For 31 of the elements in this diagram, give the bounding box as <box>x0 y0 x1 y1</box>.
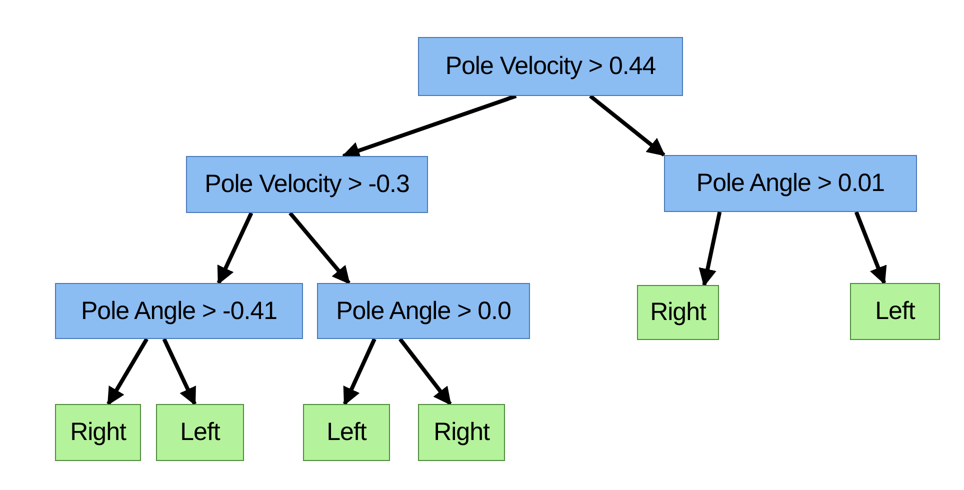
node-label: Pole Angle > -0.41 <box>80 296 278 326</box>
leaf-box <box>637 285 719 340</box>
node-label: Pole Angle > 0.0 <box>336 296 511 326</box>
arrow <box>216 212 254 285</box>
arrow <box>854 211 887 285</box>
node-label: Left <box>326 418 366 447</box>
node-label: Right <box>650 298 706 327</box>
node-label: Right <box>434 418 490 447</box>
leaf-box <box>156 404 244 461</box>
arrow <box>342 338 376 406</box>
arrow <box>288 212 350 284</box>
arrow <box>698 212 722 287</box>
arrow <box>106 338 148 406</box>
decision-box <box>317 283 530 339</box>
decision-box <box>186 156 428 213</box>
node-label: Left <box>180 418 220 447</box>
leaf-box <box>418 404 505 461</box>
arrow <box>589 94 666 157</box>
node-label: Right <box>70 418 126 447</box>
arrow <box>162 338 197 406</box>
node-label: Left <box>875 297 915 326</box>
decision-box <box>664 155 917 212</box>
node-label: Pole Angle > 0.01 <box>696 169 885 198</box>
leaf-box <box>55 404 141 461</box>
node-label: Pole Velocity > -0.3 <box>204 170 410 199</box>
leaf-box <box>303 404 390 461</box>
node-label: Pole Velocity > 0.44 <box>445 52 656 81</box>
arrow <box>398 338 452 406</box>
leaf-box <box>850 283 940 340</box>
decision-box <box>55 283 303 339</box>
decision-box <box>418 37 683 96</box>
